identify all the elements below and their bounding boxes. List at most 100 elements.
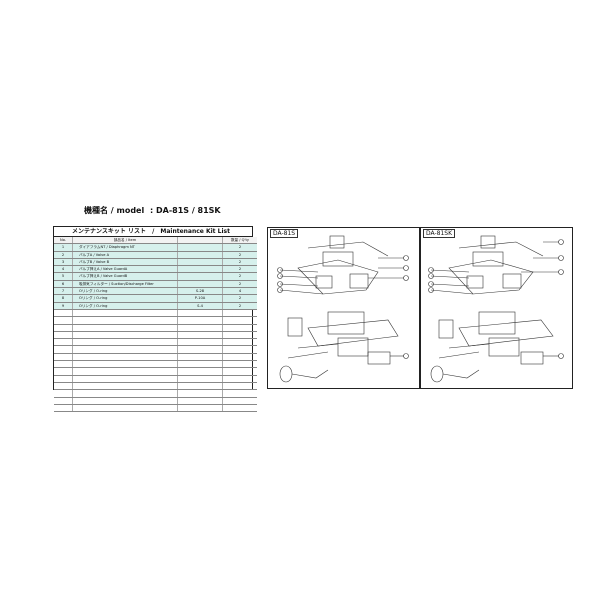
blank-cell xyxy=(177,389,223,398)
row-item: バルブB / Valve B xyxy=(72,258,178,267)
row-qty: 2 xyxy=(222,243,257,252)
blank-cell xyxy=(222,360,257,369)
blank-cell xyxy=(54,345,73,354)
row-item: ダイアフラムNT / Diaphragm NT xyxy=(72,243,178,252)
blank-cell xyxy=(72,360,178,369)
row-no: 9 xyxy=(54,302,73,310)
row-part xyxy=(177,280,223,289)
blank-cell xyxy=(54,389,73,398)
blank-cell xyxy=(177,382,223,391)
blank-cell xyxy=(177,309,223,318)
blank-cell xyxy=(72,382,178,391)
blank-cell xyxy=(54,338,73,347)
blank-cell xyxy=(177,338,223,347)
blank-cell xyxy=(222,404,257,413)
row-qty: 2 xyxy=(222,280,257,289)
row-qty: 2 xyxy=(222,251,257,259)
header-item: 部品名 / Item xyxy=(72,237,178,245)
blank-table-row xyxy=(54,345,257,354)
blank-cell xyxy=(222,324,257,332)
row-part xyxy=(177,258,223,267)
blank-cell xyxy=(177,353,223,362)
row-item: バルブ押えB / Valve GuardB xyxy=(72,272,178,281)
exploded-view-drawing-81s xyxy=(277,235,409,383)
blank-cell xyxy=(222,397,257,405)
row-item: Oリング / O-ring xyxy=(72,287,178,296)
kit-table-header-row: No. 部品名 / Item 数量 / Q'ty xyxy=(54,237,257,245)
blank-cell xyxy=(72,367,178,376)
blank-cell xyxy=(222,345,257,354)
blank-table-row xyxy=(54,367,257,376)
blank-cell xyxy=(177,404,223,413)
header-no: No. xyxy=(54,237,73,245)
blank-table-row xyxy=(54,404,257,413)
blank-cell xyxy=(72,324,178,332)
blank-table-row xyxy=(54,316,257,325)
blank-cell xyxy=(177,397,223,405)
blank-cell xyxy=(222,338,257,347)
row-part xyxy=(177,272,223,281)
blank-cell xyxy=(54,375,73,383)
blank-table-row xyxy=(54,324,257,332)
blank-cell xyxy=(72,345,178,354)
blank-cell xyxy=(72,331,178,340)
row-no: 3 xyxy=(54,258,73,267)
diagram-da-81sk: DA-81SK xyxy=(420,227,573,389)
blank-cell xyxy=(54,353,73,362)
row-no: 1 xyxy=(54,243,73,252)
blank-cell xyxy=(72,316,178,325)
row-no: 6 xyxy=(54,280,73,289)
blank-cell xyxy=(222,331,257,340)
blank-table-row xyxy=(54,382,257,391)
blank-cell xyxy=(222,389,257,398)
diagram-label-81s: DA-81S xyxy=(270,229,299,238)
blank-cell xyxy=(222,367,257,376)
blank-cell xyxy=(54,404,73,413)
blank-cell xyxy=(177,360,223,369)
blank-cell xyxy=(54,367,73,376)
model-value: : DA-81S / 81SK xyxy=(150,206,221,215)
row-no: 7 xyxy=(54,287,73,296)
row-no: 8 xyxy=(54,294,73,303)
blank-cell xyxy=(222,353,257,362)
blank-cell xyxy=(72,375,178,383)
kit-title-en: Maintenance Kit List xyxy=(160,228,230,235)
blank-cell xyxy=(54,309,73,318)
blank-cell xyxy=(54,331,73,340)
blank-table-row xyxy=(54,397,257,405)
row-item: Oリング / O-ring xyxy=(72,302,178,310)
row-item: バルブ押えA / Valve GuardA xyxy=(72,265,178,274)
row-part: S-4 xyxy=(177,302,223,310)
blank-cell xyxy=(222,316,257,325)
header-qty: 数量 / Q'ty xyxy=(222,237,257,245)
blank-cell xyxy=(177,324,223,332)
row-qty: 2 xyxy=(222,272,257,281)
row-no: 4 xyxy=(54,265,73,274)
row-item: 吸排気フィルター / Suction/Discharge Filter xyxy=(72,280,178,289)
kit-title-jp: メンテナンスキット リスト xyxy=(72,228,146,235)
blank-cell xyxy=(54,360,73,369)
row-no: 5 xyxy=(54,272,73,281)
row-qty: 4 xyxy=(222,287,257,296)
blank-cell xyxy=(222,309,257,318)
blank-cell xyxy=(72,309,178,318)
kit-title-separator: / xyxy=(152,228,155,235)
blank-table-row xyxy=(54,309,257,318)
blank-cell xyxy=(177,375,223,383)
blank-table-row xyxy=(54,331,257,340)
blank-cell xyxy=(177,345,223,354)
blank-cell xyxy=(72,397,178,405)
blank-table-row xyxy=(54,389,257,398)
row-part xyxy=(177,265,223,274)
